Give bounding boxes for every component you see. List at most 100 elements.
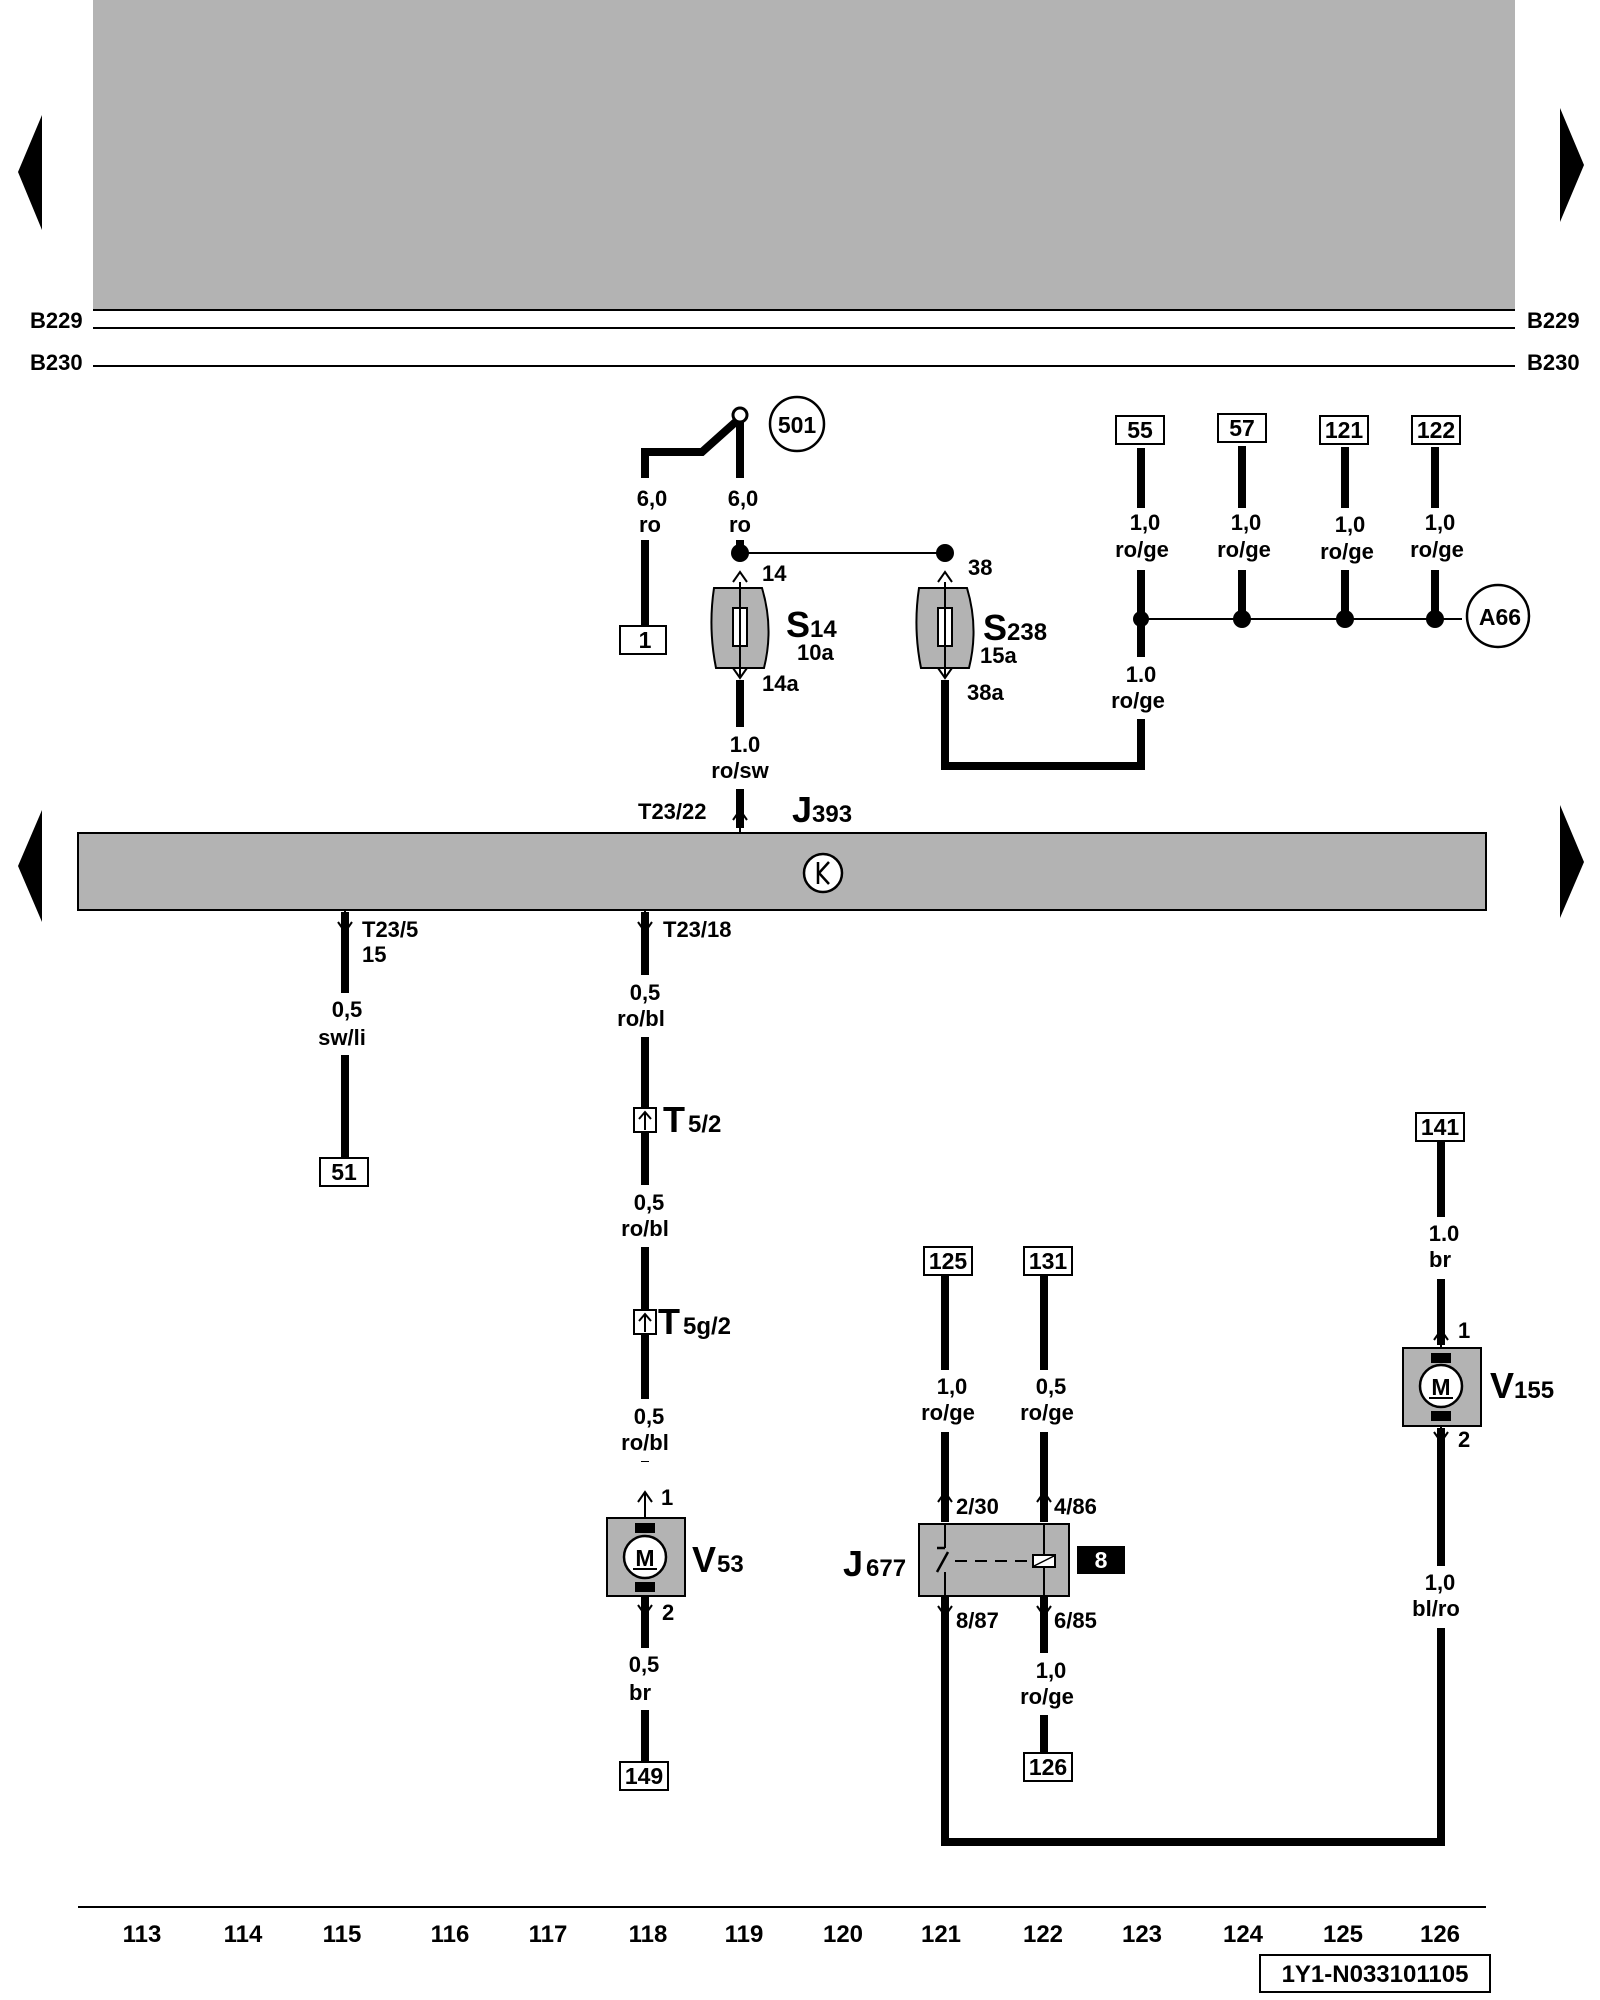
v155-sub: 155 <box>1514 1377 1554 1404</box>
wire-size: 1.0 <box>1126 662 1157 687</box>
svg-text:8: 8 <box>1095 1547 1108 1573</box>
j677-pin-6-85: 6/85 <box>1054 1608 1097 1633</box>
wire-labels: 6,0 ro 6,0 ro 1.0 ro/sw 1,0 ro/ge 1,0 ro… <box>308 478 1481 1715</box>
svg-text:131: 131 <box>1029 1248 1068 1274</box>
wire-color: ro/ge <box>1217 537 1271 562</box>
t5-sub: 5/2 <box>688 1111 721 1138</box>
track-number: 116 <box>431 1921 470 1948</box>
svg-text:M: M <box>1431 1374 1450 1400</box>
ground-a66: A66 <box>1465 583 1531 649</box>
ref-1: 1 <box>619 625 667 655</box>
svg-text:121: 121 <box>1325 417 1364 443</box>
ground-501: 501 <box>731 395 826 453</box>
svg-text:51: 51 <box>331 1159 357 1185</box>
wire-color: ro/bl <box>617 1006 665 1031</box>
connector-t23-22: T23/22 <box>638 799 707 824</box>
connector-t5g-2: T 5g/2 <box>633 1301 731 1342</box>
wire-color: ro/ge <box>1115 537 1169 562</box>
pin-arrow-icon <box>937 570 953 583</box>
ref-55: 55 <box>1115 415 1165 445</box>
ref-126: 126 <box>1023 1752 1073 1782</box>
svg-text:1: 1 <box>639 627 652 653</box>
wire-size: 1,0 <box>1425 1570 1456 1595</box>
svg-text:M: M <box>635 1545 654 1571</box>
bus-b230-label-left: B230 <box>30 350 83 375</box>
motor-v53: 1 M 2 V 53 <box>606 1462 744 1625</box>
j393-letter: J <box>792 789 812 830</box>
wire-size: 0,5 <box>332 997 363 1022</box>
pin-arrow-icon <box>937 1605 953 1618</box>
j393-sub: 393 <box>812 801 852 828</box>
track-number: 125 <box>1323 1921 1363 1948</box>
bus-b229-label-right: B229 <box>1527 308 1580 333</box>
j677-pin-2-30: 2/30 <box>956 1494 999 1519</box>
v53-letter: V <box>692 1539 716 1580</box>
v155-pin1: 1 <box>1458 1318 1470 1343</box>
svg-text:55: 55 <box>1127 417 1153 443</box>
svg-text:125: 125 <box>929 1248 968 1274</box>
junction-dots <box>731 544 1444 628</box>
motor-v155: 1 M 2 V 155 <box>1402 1318 1554 1452</box>
t5-letter: T <box>663 1099 685 1140</box>
triangle-right-icon[interactable] <box>1560 108 1584 222</box>
j677-sub: 677 <box>866 1555 906 1582</box>
wire-color: ro/bl <box>621 1216 669 1241</box>
pin-arrow-icon <box>1036 1605 1052 1618</box>
wire-size: 1,0 <box>1130 510 1161 535</box>
fuse-s238-in-pin: 38 <box>968 555 992 580</box>
j677-badge <box>1077 1546 1125 1574</box>
triangle-left-icon[interactable] <box>18 810 42 922</box>
pin-arrow-icon <box>732 808 748 821</box>
wire-color: ro/ge <box>1111 688 1165 713</box>
fuse-s14-sub: 14 <box>810 616 837 643</box>
ref-131: 131 <box>1023 1246 1073 1276</box>
wire-color: ro/ge <box>1410 537 1464 562</box>
fuse-s14-amp: 10a <box>797 640 834 665</box>
triangle-left-icon[interactable] <box>18 115 42 230</box>
current-track-axis: 113 114 115 116 117 118 119 120 121 122 … <box>78 1906 1486 1948</box>
bus-b229: B229 B229 <box>30 308 1580 333</box>
triangle-right-icon[interactable] <box>1560 805 1584 918</box>
svg-text:149: 149 <box>625 1763 663 1789</box>
v155-letter: V <box>1490 1365 1514 1406</box>
fuse-s14: 14 14a S 14 10a <box>710 561 837 696</box>
track-number: 117 <box>529 1921 568 1948</box>
reference-boxes: 1 55 57 121 122 51 149 125 131 126 141 <box>319 413 1465 1791</box>
pin-arrow-icon <box>732 667 748 680</box>
bus-b230: B230 B230 <box>30 350 1580 375</box>
pin-arrow-icon <box>937 667 953 680</box>
track-number: 122 <box>1023 1921 1063 1948</box>
motor-icon: M <box>622 1534 668 1580</box>
svg-text:57: 57 <box>1229 415 1255 441</box>
wire-size: 1,0 <box>1231 510 1262 535</box>
j677-pin-4-86: 4/86 <box>1054 1494 1097 1519</box>
wire-color: br <box>629 1680 651 1705</box>
v155-pin2: 2 <box>1458 1427 1470 1452</box>
svg-text:1Y1-N033101105: 1Y1-N033101105 <box>1282 1961 1469 1988</box>
pin-arrow-icon <box>732 570 748 583</box>
svg-text:126: 126 <box>1029 1754 1067 1780</box>
document-id: 1Y1-N033101105 <box>1259 1954 1491 1993</box>
track-number: 119 <box>725 1921 764 1948</box>
track-number: 120 <box>823 1921 863 1948</box>
track-number: 118 <box>629 1921 668 1948</box>
pin-arrow-icon <box>1036 1490 1052 1503</box>
motor-icon: M <box>1418 1363 1464 1409</box>
wire-color: ro/ge <box>921 1400 975 1425</box>
pin-arrow-icon <box>937 1490 953 1503</box>
track-number: 124 <box>1223 1921 1264 1948</box>
fuse-s14-out-pin: 14a <box>762 671 799 696</box>
fuse-s14-in-pin: 14 <box>762 561 787 586</box>
wire-size: 1.0 <box>730 732 761 757</box>
track-number: 113 <box>123 1921 162 1948</box>
wire-color: ro <box>729 512 751 537</box>
wire-size: 6,0 <box>728 486 759 511</box>
connector-t23-5: T23/5 <box>362 917 418 942</box>
ref-125: 125 <box>923 1246 973 1276</box>
track-number: 114 <box>224 1921 263 1948</box>
wire-color: ro/ge <box>1020 1400 1074 1425</box>
track-number: 115 <box>323 1921 362 1948</box>
ref-121: 121 <box>1319 415 1369 445</box>
wire-color: ro/ge <box>1020 1684 1074 1709</box>
